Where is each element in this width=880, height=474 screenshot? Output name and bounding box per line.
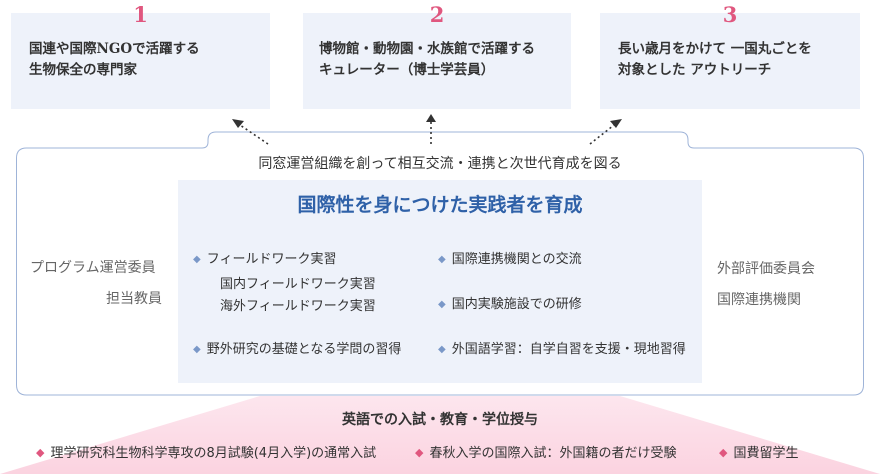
left-label-faculty: 担当教員 <box>106 291 162 307</box>
diamond-icon: ◆ <box>193 344 201 355</box>
alumni-subtitle: 同窓運営組織を創って相互交流・連携と次世代育成を図る <box>258 156 622 172</box>
admission-fan <box>0 396 880 474</box>
career-text: 長い歳月をかけて 一国丸ごとを 対象とした アウトリーチ <box>618 41 812 78</box>
left-label-committee: プログラム運営委員 <box>30 260 156 276</box>
right-label-partners: 国際連携機関 <box>717 292 801 308</box>
career-box-1: 1 国連や国際NGOで活躍する 生物保全の専門家 <box>11 2 270 109</box>
career-number: 3 <box>722 2 738 27</box>
diamond-icon: ◆ <box>719 446 728 459</box>
career-box-2: 2 博物館・動物園・水族館で活躍する キュレーター（博士学芸員） <box>303 2 571 109</box>
core-subitem-overseas: 海外フィールドワーク実習 <box>220 299 376 314</box>
connector-arrows <box>232 114 622 145</box>
diamond-icon: ◆ <box>438 254 446 265</box>
admission-title: 英語での入試・教育・学位授与 <box>342 412 538 428</box>
admission-item-scholarship: ◆国費留学生 <box>719 446 799 461</box>
diamond-icon: ◆ <box>193 254 201 265</box>
career-number: 1 <box>133 2 148 27</box>
diamond-icon: ◆ <box>415 446 424 459</box>
career-text: 国連や国際NGOで活躍する 生物保全の専門家 <box>29 41 200 78</box>
arrow-to-career-1 <box>239 124 269 145</box>
core-item-language: ◆外国語学習：自学自習を支援・現地習得 <box>438 342 686 357</box>
career-number: 2 <box>429 2 445 27</box>
core-subitem-domestic: 国内フィールドワーク実習 <box>220 277 376 292</box>
core-item-basics: ◆野外研究の基礎となる学問の習得 <box>193 342 402 357</box>
diamond-icon: ◆ <box>36 446 45 459</box>
arrow-to-career-3 <box>589 124 615 145</box>
right-label-evaluation: 外部評価委員会 <box>717 261 815 277</box>
career-text: 博物館・動物園・水族館で活躍する キュレーター（博士学芸員） <box>319 41 535 78</box>
main-frame <box>16 131 864 396</box>
admission-item-international: ◆春秋入学の国際入試：外国籍の者だけ受験 <box>415 446 677 461</box>
admission-item-regular: ◆理学研究科生物科学専攻の8月試験(4月入学)の通常入試 <box>36 446 377 461</box>
career-box-3: 3 長い歳月をかけて 一国丸ごとを 対象とした アウトリーチ <box>600 2 860 109</box>
core-item-fieldwork: ◆フィールドワーク実習 <box>193 252 337 267</box>
core-item-exchange: ◆国際連携機関との交流 <box>438 252 582 267</box>
diamond-icon: ◆ <box>438 344 446 355</box>
core-box <box>178 180 702 383</box>
core-title: 国際性を身につけた実践者を育成 <box>297 194 583 216</box>
core-item-training: ◆国内実験施設での研修 <box>438 297 582 312</box>
diamond-icon: ◆ <box>438 299 446 310</box>
